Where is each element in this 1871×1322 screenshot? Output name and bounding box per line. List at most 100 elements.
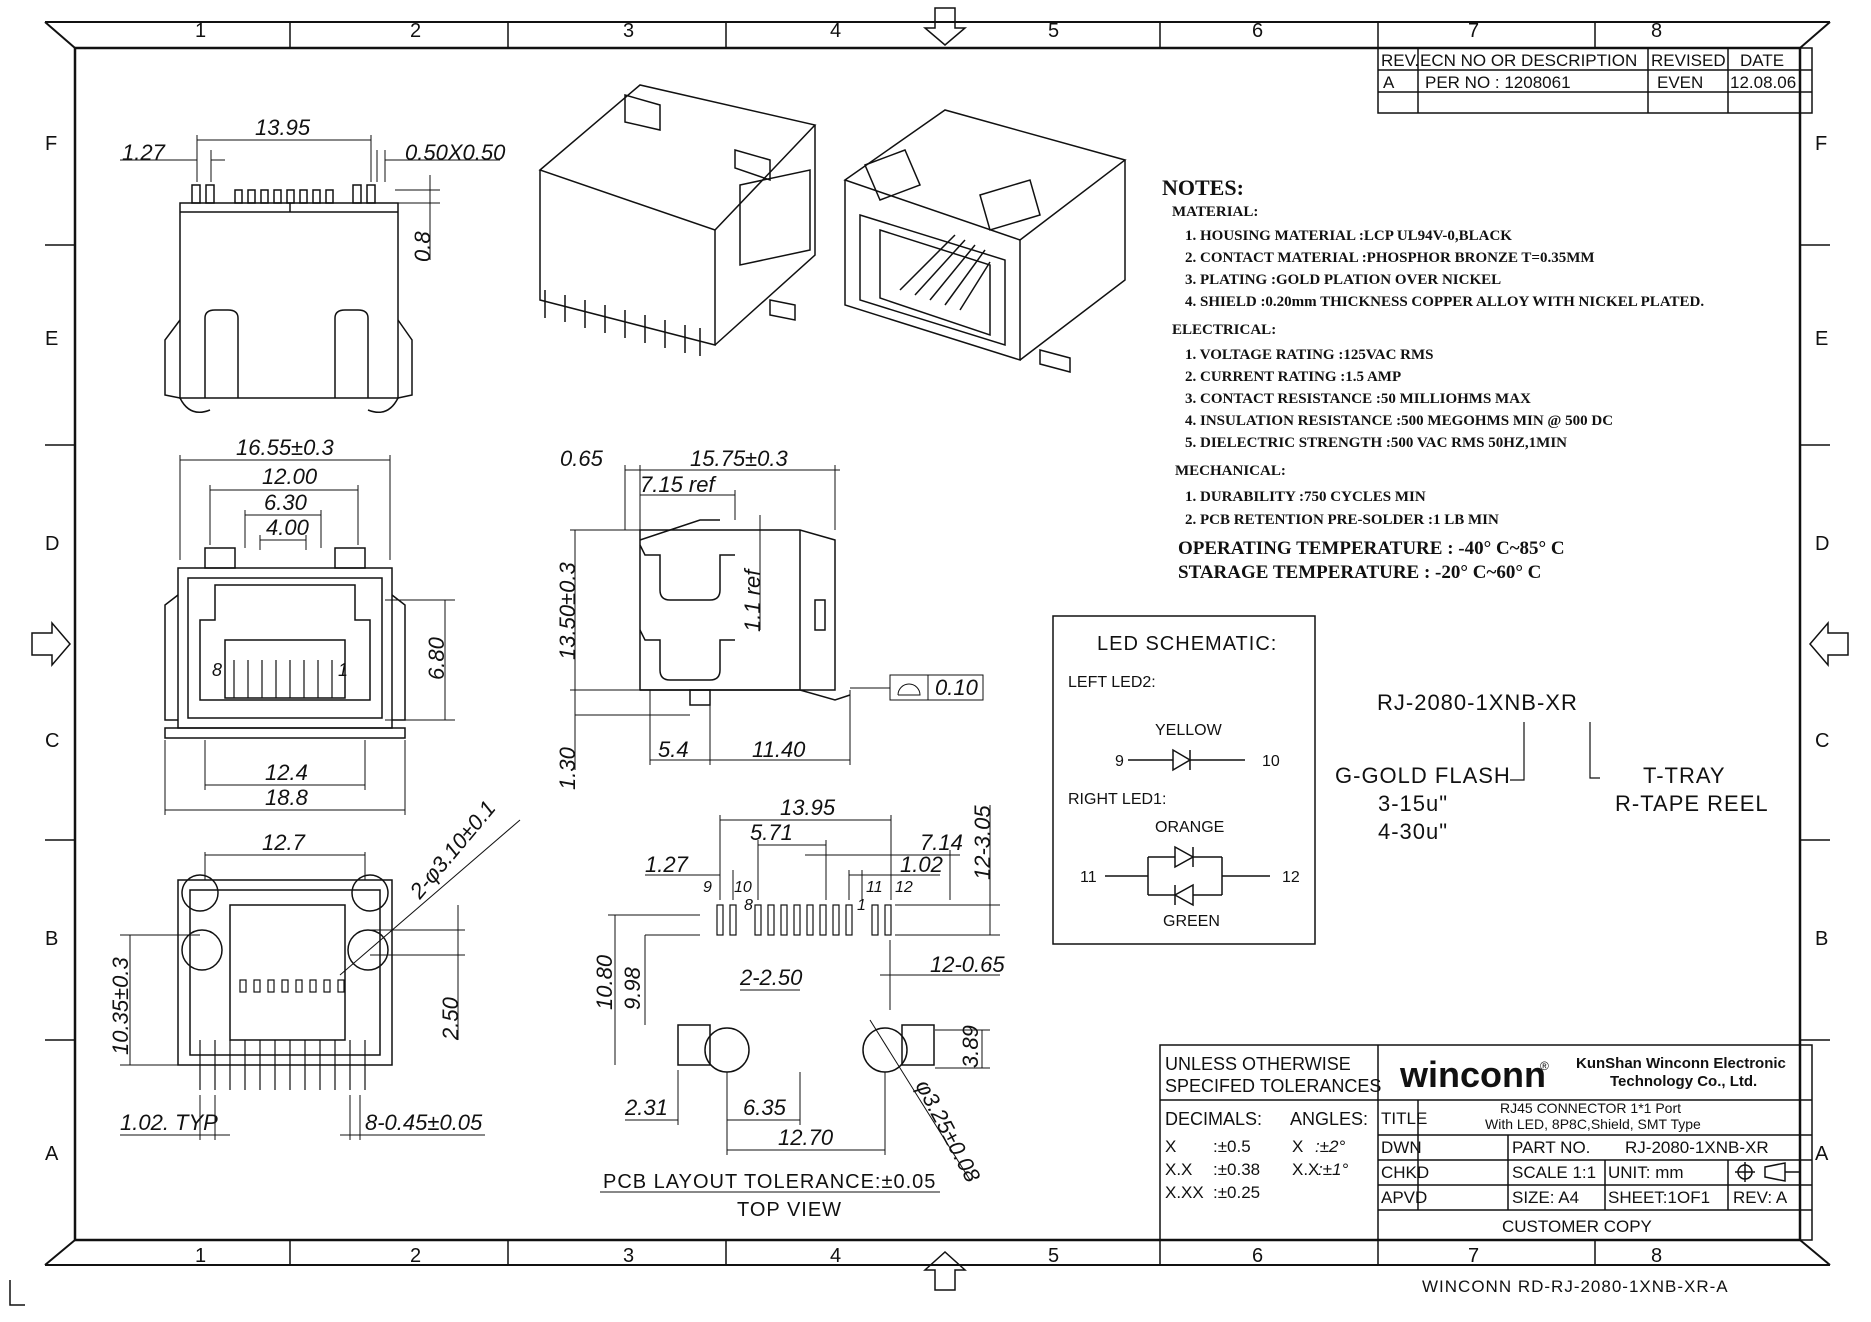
pcb-pin-12: 12 xyxy=(895,879,913,896)
led-pin-10: 10 xyxy=(1262,753,1280,770)
notes-operating-temp: OPERATING TEMPERATURE : -40° C~85° C xyxy=(1178,538,1565,559)
notes-title: NOTES: xyxy=(1162,175,1244,200)
notes-material-heading: MATERIAL: xyxy=(1172,204,1258,220)
dim-pcb-12-3-05: 12-3.05 xyxy=(970,805,995,880)
sheet-label: SHEET:1OF1 xyxy=(1608,1188,1710,1207)
size-label: SIZE: A4 xyxy=(1512,1188,1579,1207)
notes-storage-temp: STARAGE TEMPERATURE : -20° C~60° C xyxy=(1178,562,1541,583)
dim-pcb-13-95: 13.95 xyxy=(780,795,836,820)
zone-row-B-right: B xyxy=(1815,928,1828,950)
zone-row-C-right: C xyxy=(1815,730,1829,752)
company-name-1: KunShan Winconn Electronic xyxy=(1576,1055,1786,1072)
tol-row-2-label: X.X xyxy=(1165,1160,1192,1179)
notes-material-2: 2. CONTACT MATERIAL :PHOSPHOR BRONZE T=0… xyxy=(1185,250,1595,266)
zone-col-6-bottom: 6 xyxy=(1252,1245,1263,1267)
led-schematic: LED SCHEMATIC: LEFT LED2: YELLOW 9 10 RI… xyxy=(1052,615,1316,945)
part-no-value: RJ-2080-1XNB-XR xyxy=(1625,1138,1769,1157)
zone-row-F-right: F xyxy=(1815,133,1827,155)
pcb-dims: 13.95 5.71 7.14 1.27 1.02 12-3.05 10.80 … xyxy=(592,795,1005,1221)
dim-pcb-12-0-65: 12-0.65 xyxy=(930,952,1005,977)
zone-col-2: 2 xyxy=(410,20,421,42)
notes-electrical-heading: ELECTRICAL: xyxy=(1172,322,1276,338)
front-pin-1: 1 xyxy=(338,660,348,680)
dim-pcb-1-02: 1.02 xyxy=(900,852,943,877)
zone-row-F: F xyxy=(45,133,57,155)
dim-pcb-9-98: 9.98 xyxy=(620,966,645,1010)
top-view-dims: 13.95 1.27 0.50X0.50 0.8 xyxy=(122,115,506,262)
zone-col-3-bottom: 3 xyxy=(623,1245,634,1267)
zone-row-D: D xyxy=(45,533,59,555)
pcb-pin-10: 10 xyxy=(734,879,752,896)
zone-col-1-bottom: 1 xyxy=(195,1245,206,1267)
notes-electrical-5: 5. DIELECTRIC STRENGTH :500 VAC RMS 50HZ… xyxy=(1185,435,1567,451)
zone-col-8: 8 xyxy=(1651,20,1662,42)
pcb-caption: PCB LAYOUT TOLERANCE:±0.05 xyxy=(603,1171,936,1193)
bottom-view-dims: 12.7 2-φ3.10±0.1 10.35±0.3 2.50 1.02. TY… xyxy=(108,796,501,1135)
zone-col-5: 5 xyxy=(1048,20,1059,42)
tol-row-3-value: :±0.25 xyxy=(1213,1183,1260,1202)
dim-11-40: 11.40 xyxy=(752,737,806,762)
zone-labels: 1 2 3 4 5 6 7 8 1 2 3 4 5 6 7 8 F E D C … xyxy=(45,20,1829,1267)
zone-row-C: C xyxy=(45,730,59,752)
rev-header-revised: REVISED xyxy=(1651,51,1726,70)
tol-row-1-angle-label: X xyxy=(1292,1137,1303,1156)
dim-10-35: 10.35±0.3 xyxy=(108,957,133,1055)
dim-pcb-1-27: 1.27 xyxy=(645,852,689,877)
pcb-pin-8: 8 xyxy=(744,897,753,914)
tol-row-2-angle-label: X.X xyxy=(1292,1160,1319,1179)
pcb-pin-9: 9 xyxy=(703,879,712,896)
dwn-label: DWN xyxy=(1381,1138,1422,1157)
zone-row-A-right: A xyxy=(1815,1143,1829,1165)
rev-cell-date: 12.08.06 xyxy=(1730,73,1796,92)
dim-pcb-12-70: 12.70 xyxy=(778,1125,834,1150)
tol-row-2-angle-value: :±1° xyxy=(1318,1160,1349,1179)
dim-18-8: 18.8 xyxy=(265,785,309,810)
company-name-2: Technology Co., Ltd. xyxy=(1610,1073,1757,1090)
dim-6-30: 6.30 xyxy=(264,490,308,515)
packing-option: R-TAPE REEL xyxy=(1615,791,1769,816)
rev-header-rev: REV. xyxy=(1381,51,1419,70)
led-pin-12: 12 xyxy=(1282,869,1300,886)
tol-row-2-value: :±0.38 xyxy=(1213,1160,1260,1179)
dim-pcb-6-35: 6.35 xyxy=(743,1095,787,1120)
notes-electrical-1: 1. VOLTAGE RATING :125VAC RMS xyxy=(1185,347,1434,363)
scale-label: SCALE 1:1 xyxy=(1512,1163,1596,1182)
notes-material-1: 1. HOUSING MATERIAL :LCP UL94V-0,BLACK xyxy=(1185,228,1512,244)
dim-pcb-2-2-50: 2-2.50 xyxy=(739,965,803,990)
zone-col-6: 6 xyxy=(1252,20,1263,42)
brand-registered: ® xyxy=(1540,1059,1549,1073)
led-green-color: GREEN xyxy=(1163,913,1220,930)
dim-pcb-10-80: 10.80 xyxy=(592,954,617,1010)
dim-1-1-ref: 1.1 ref xyxy=(740,567,765,632)
dim-0-10: 0.10 xyxy=(935,675,979,700)
connector-bottom-view xyxy=(120,819,521,1140)
dim-1-02-typ: 1.02. TYP xyxy=(120,1110,218,1135)
zone-col-4-bottom: 4 xyxy=(830,1245,841,1267)
led-pin-9: 9 xyxy=(1115,753,1124,770)
plating-option-2: 4-30u" xyxy=(1378,819,1448,844)
side-view-dims: 0.65 15.75±0.3 7.15 ref 13.50±0.3 1.1 re… xyxy=(555,446,979,790)
dim-pcb-2-31: 2.31 xyxy=(624,1095,668,1120)
part-code: RJ-2080-1XNB-XR xyxy=(1377,690,1578,715)
connector-top-view xyxy=(120,135,500,413)
connector-side-view xyxy=(570,465,984,770)
rev-cell-description: PER NO : 1208061 xyxy=(1425,73,1571,92)
zone-row-A: A xyxy=(45,1143,59,1165)
zone-row-E: E xyxy=(45,328,58,350)
dim-12-7: 12.7 xyxy=(262,830,306,855)
notes-mechanical-2: 2. PCB RETENTION PRE-SOLDER :1 LB MIN xyxy=(1185,512,1499,528)
led-schematic-title: LED SCHEMATIC: xyxy=(1097,633,1277,655)
notes-mechanical-heading: MECHANICAL: xyxy=(1175,463,1286,479)
rev-header-date: DATE xyxy=(1740,51,1784,70)
zone-col-7: 7 xyxy=(1468,20,1479,42)
notes-electrical-3: 3. CONTACT RESISTANCE :50 MILLIOHMS MAX xyxy=(1185,391,1531,407)
tolerance-title-2: SPECIFED TOLERANCES xyxy=(1165,1076,1381,1096)
tol-row-1-angle-value: :±2° xyxy=(1315,1137,1346,1156)
pcb-pin-1: 1 xyxy=(857,897,866,914)
drawing-number: WINCONN RD-RJ-2080-1XNB-XR-A xyxy=(1422,1277,1729,1296)
revision-table: REV. ECN NO OR DESCRIPTION REVISED DATE … xyxy=(1377,47,1813,114)
notes-electrical-2: 2. CURRENT RATING :1.5 AMP xyxy=(1185,369,1401,385)
unit-label: UNIT: mm xyxy=(1608,1163,1684,1182)
pcb-pin-11: 11 xyxy=(866,879,883,896)
